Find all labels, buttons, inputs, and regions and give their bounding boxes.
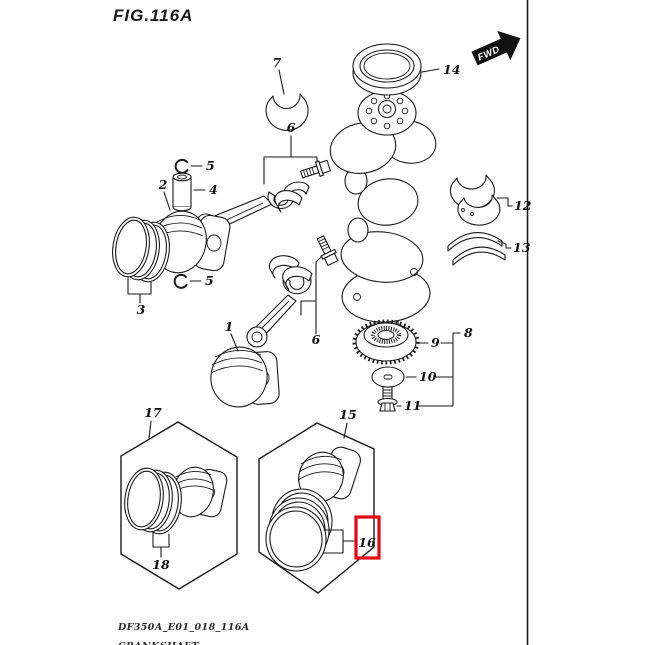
callout-6-upper[interactable]: 6 — [287, 120, 296, 135]
piston-in-kit-17 — [172, 466, 228, 518]
part-13-thrust-bearings — [447, 232, 512, 266]
bracket-6-lower — [300, 255, 323, 335]
callout-15[interactable]: 15 — [339, 407, 356, 422]
leader-17 — [148, 420, 152, 439]
bracket-6-upper — [263, 135, 318, 185]
part-14-seal-ring — [352, 43, 440, 96]
callout-6-lower[interactable]: 6 — [312, 332, 321, 347]
kit-15-hexagon — [258, 422, 375, 594]
callout-9[interactable]: 9 — [431, 335, 440, 350]
rod-bolt-upper — [299, 159, 331, 179]
callout-14[interactable]: 14 — [443, 62, 460, 77]
callout-12[interactable]: 12 — [514, 198, 532, 213]
callout-1[interactable]: 1 — [225, 319, 234, 334]
piston-in-kit-15 — [297, 446, 361, 503]
part-7-bearing — [265, 69, 309, 131]
fwd-arrow-icon — [471, 30, 521, 66]
hexagon-15 — [258, 422, 375, 594]
figure-title: FIG.116A — [113, 6, 193, 25]
part-18-piston-rings — [124, 467, 182, 558]
part-16-piston-rings — [265, 488, 357, 572]
fwd-label: FWD — [476, 44, 502, 63]
part-5-circlip-lower — [173, 273, 202, 289]
connecting-rod-lower — [246, 273, 312, 348]
part-1-piston — [210, 333, 280, 408]
callout-3[interactable]: 3 — [137, 302, 146, 317]
callout-5-upper[interactable]: 5 — [206, 158, 215, 173]
bracket-16 — [323, 529, 357, 554]
bracket-18 — [152, 531, 170, 558]
part-5-circlip-upper — [174, 158, 203, 174]
part-6-rod-caps-lower — [268, 235, 339, 335]
part-10-washer — [371, 366, 454, 388]
footer-code: DF350A_E01_018_116A — [117, 622, 250, 633]
part-9-gear — [352, 319, 454, 365]
callout-16[interactable]: 16 — [358, 535, 376, 550]
selection-highlight-box — [354, 515, 381, 560]
callout-2[interactable]: 2 — [158, 177, 168, 192]
part-12-bearings — [449, 174, 513, 226]
callout-17[interactable]: 17 — [144, 405, 162, 420]
bracket-13 — [497, 240, 512, 249]
bracket-12 — [496, 197, 513, 207]
bracket-8 — [452, 332, 461, 407]
leader-15 — [343, 422, 348, 439]
part-4-piston-pin — [172, 172, 206, 212]
hexagon-17 — [120, 421, 238, 590]
callout-4[interactable]: 4 — [209, 182, 218, 197]
callout-11[interactable]: 11 — [404, 398, 421, 413]
footer-caption: CRANKSHAFT — [118, 641, 199, 645]
rod-bolt-lower — [316, 235, 339, 266]
leader-1 — [230, 333, 239, 352]
bracket-3 — [127, 277, 152, 304]
callout-7[interactable]: 7 — [273, 55, 282, 70]
callout-10[interactable]: 10 — [419, 369, 437, 384]
leader-7 — [278, 69, 285, 95]
fwd-indicator: FWD — [471, 30, 521, 66]
part-3-piston-rings — [112, 216, 170, 304]
leader-2 — [163, 191, 171, 211]
callout-18[interactable]: 18 — [152, 557, 170, 572]
part-6-rod-caps-upper — [263, 135, 331, 213]
callout-13[interactable]: 13 — [513, 240, 531, 255]
leader-14 — [421, 68, 440, 73]
part-crankshaft — [329, 90, 437, 333]
kit-17-hexagon — [120, 420, 238, 590]
callout-5-lower[interactable]: 5 — [205, 273, 214, 288]
part-11-bolt — [377, 386, 454, 412]
callout-8[interactable]: 8 — [464, 325, 473, 340]
